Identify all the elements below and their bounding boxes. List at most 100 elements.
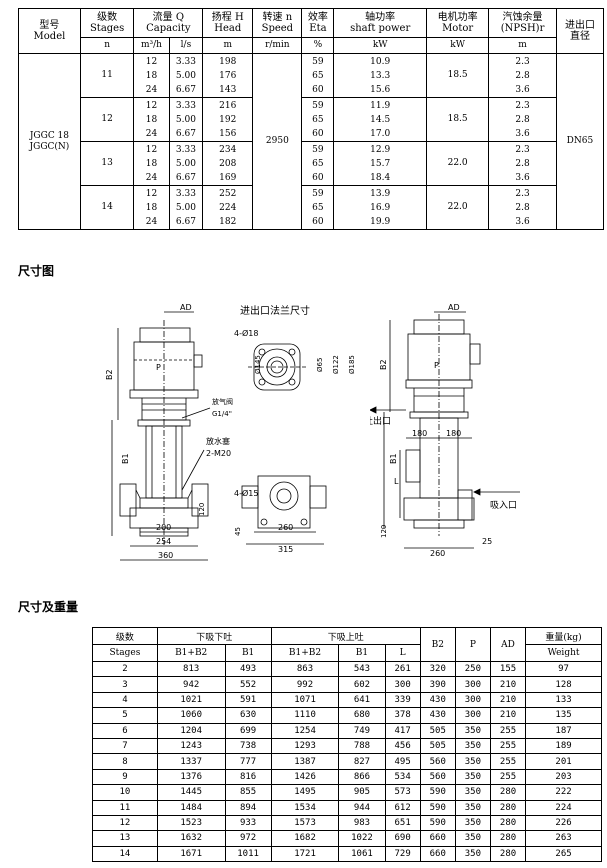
dims-cell-4: 866	[338, 768, 386, 786]
dims-cell-9: 128	[525, 676, 602, 693]
dims-cell-1: 1021	[156, 691, 226, 709]
perf-q-ls-val: 6.67	[175, 128, 196, 139]
perf-q-ls-val: 3.33	[175, 100, 196, 111]
perf-npsh-val: 2.8	[515, 202, 530, 213]
perf-npsh-val: 2.3	[515, 56, 530, 67]
perf-q-m3h-val: 12	[145, 100, 158, 111]
perf-npsh-val: 2.3	[515, 144, 530, 155]
pump-drawing-front: AD P B2 B1 120 200 254 360 放气阀 G1/4" 放水塞…	[105, 303, 233, 561]
dims-cell-0: 14	[92, 845, 158, 863]
perf-unit-0: n	[79, 37, 135, 54]
perf-q-ls-val: 5.00	[175, 70, 196, 81]
dims-cell-6: 660	[419, 845, 456, 863]
perf-motor: 18.5	[426, 53, 490, 98]
dims-cell-4: 543	[338, 660, 386, 678]
perf-h-en: Speed	[261, 23, 294, 34]
perf-unit-7: kW	[426, 37, 490, 54]
dim-b2: B2	[105, 369, 114, 380]
dims-cell-5: 573	[384, 784, 421, 801]
perf-stages: 14	[79, 185, 135, 230]
dims-cell-1: 1204	[156, 722, 226, 739]
dims-cell-0: 12	[92, 814, 158, 832]
perf-head-val: 176	[219, 70, 237, 81]
dims-cell-0: 13	[92, 830, 158, 847]
perf-q-ls: 3.33 5.00 6.67	[168, 97, 204, 142]
perf-q-ls-val: 6.67	[175, 216, 196, 227]
perf-shaft-val: 19.9	[370, 216, 391, 227]
perf-head-val: 234	[219, 144, 237, 155]
dims-cell-5: 378	[384, 707, 421, 724]
dims-cell-3: 1254	[270, 722, 340, 739]
dims-cell-5: 417	[384, 722, 421, 739]
dims-cell-1: 813	[156, 660, 226, 678]
perf-head-val: 216	[219, 100, 237, 111]
dims-cell-8: 280	[489, 845, 527, 863]
dims-cell-5: 300	[384, 676, 421, 693]
dims-cell-7: 350	[454, 753, 491, 770]
perf-motor: 22.0	[426, 185, 490, 230]
dims-h2-l: L	[384, 644, 421, 662]
dims-cell-7: 300	[454, 691, 491, 709]
perf-head-val: 224	[219, 202, 237, 213]
dims-cell-1: 1671	[156, 845, 226, 863]
dim-p: P	[156, 363, 161, 372]
dims-cell-2: 1011	[224, 845, 272, 863]
dims-cell-7: 300	[454, 707, 491, 724]
dims-cell-7: 350	[454, 784, 491, 801]
perf-q-m3h-val: 24	[145, 128, 158, 139]
dims-cell-9: 187	[525, 722, 602, 739]
dims-cell-6: 505	[419, 737, 456, 755]
perf-speed: 2950	[252, 53, 303, 230]
dims-cell-4: 1022	[338, 830, 386, 847]
perf-q-m3h-val: 12	[145, 56, 158, 67]
perf-q-ls-val: 5.00	[175, 202, 196, 213]
junction-box	[193, 354, 203, 368]
perf-q-m3h-val: 24	[145, 84, 158, 95]
dims-cell-7: 350	[454, 768, 491, 786]
dims-cell-0: 2	[92, 660, 158, 678]
perf-eta-val: 59	[312, 56, 324, 67]
perf-shaft-val: 15.7	[370, 158, 391, 169]
dims-h-weight: 重量(kg)	[525, 627, 602, 645]
perf-h-cn: 扬程 H	[211, 12, 244, 23]
dims-cell-9: 222	[525, 784, 602, 801]
dims-cell-4: 1061	[338, 845, 386, 863]
dims-cell-1: 1376	[156, 768, 226, 786]
dims-cell-1: 1060	[156, 707, 226, 724]
dims-h2-b1: B1	[224, 644, 272, 662]
dim-360: 360	[158, 551, 173, 560]
perf-q-ls-val: 3.33	[175, 144, 196, 155]
dim-120-side: 120	[380, 525, 388, 538]
perf-h-cn: 流量 Q	[152, 12, 185, 23]
dim-260: 260	[278, 523, 293, 532]
perf-q-ls-val: 5.00	[175, 114, 196, 125]
dims-cell-1: 942	[156, 676, 226, 693]
dim-b2-side: B2	[379, 359, 388, 370]
dims-h2-b1b2s: B1+B2	[270, 644, 340, 662]
dims-cell-2: 816	[224, 768, 272, 786]
perf-head-val: 169	[219, 172, 237, 183]
perf-h-en: shaft power	[350, 23, 411, 34]
dims-cell-0: 10	[92, 784, 158, 801]
callout-vent: 放气阀	[212, 397, 233, 406]
base-plate	[257, 475, 311, 529]
dim-d185: Ø185	[348, 355, 356, 374]
perf-eta-val: 60	[312, 84, 324, 95]
perf-stages: 13	[79, 141, 135, 186]
dims-cell-5: 456	[384, 737, 421, 755]
dims-cell-9: 263	[525, 830, 602, 847]
dims-h-p: P	[454, 627, 491, 662]
